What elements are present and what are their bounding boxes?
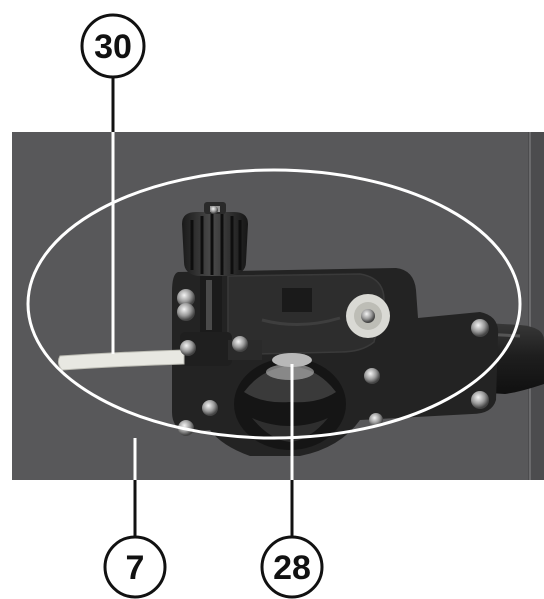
feed-roll-knob [234, 358, 346, 450]
tension-knob [182, 202, 248, 334]
wire-liner [57, 349, 185, 371]
idler-roller [346, 294, 390, 338]
callout-28-label: 28 [273, 549, 311, 587]
housing-bolts [177, 206, 489, 436]
callout-28: 28 [260, 535, 324, 599]
leader-lines [111, 78, 294, 538]
callout-7: 7 [103, 535, 167, 599]
enclosure-edge [528, 132, 544, 480]
callout-30: 30 [80, 13, 146, 79]
drive-roll [272, 353, 312, 367]
highlight-ellipse [26, 168, 522, 440]
callout-7-label: 7 [126, 549, 145, 587]
callout-30-label: 30 [94, 28, 132, 66]
equipment-photo [12, 132, 544, 480]
